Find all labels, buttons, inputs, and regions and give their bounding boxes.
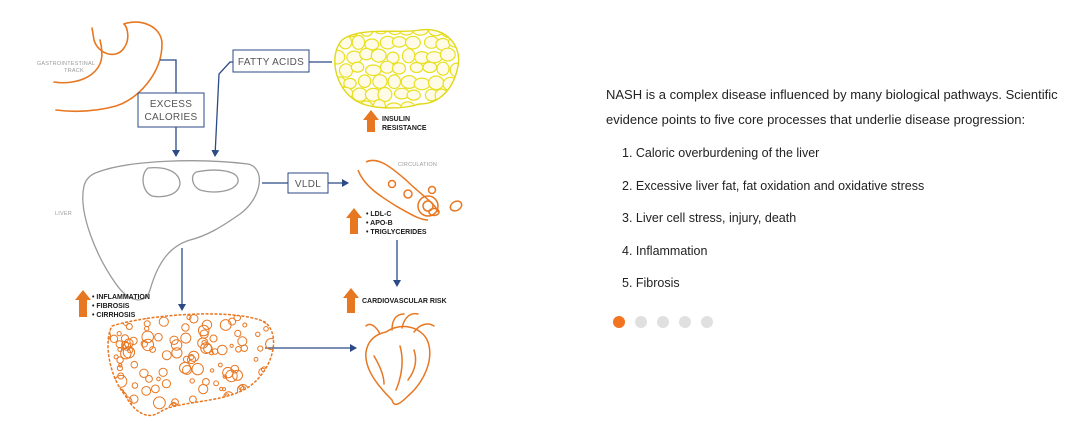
fatty-acids-label: FATTY ACIDS	[238, 57, 304, 68]
pagination-dot-2[interactable]	[635, 315, 647, 328]
list-item: 4. Inflammation	[622, 243, 708, 258]
disease-label-fibrosis: • FIBROSIS	[92, 303, 130, 310]
disease-label-cirrhosis: • CIRRHOSIS	[92, 312, 136, 319]
insulin-label-1: INSULIN	[382, 116, 410, 123]
lipid-label-triglycerides: • TRIGLYCERIDES	[366, 229, 427, 236]
lipid-label-ldl: • LDL-C	[366, 211, 391, 218]
pagination-dot-5[interactable]	[701, 315, 713, 328]
list-item: 1. Caloric overburdening of the liver	[622, 146, 820, 160]
liver-icon	[82, 160, 260, 301]
gastro-label-2: TRACK	[64, 68, 84, 74]
up-arrow-icon	[75, 290, 91, 317]
circulation-label: CIRCULATION	[398, 162, 437, 168]
insulin-label-2: RESISTANCE	[382, 125, 427, 132]
up-arrow-icon	[343, 288, 359, 313]
intro-text: NASH is a complex disease influenced by …	[606, 87, 1058, 127]
liver-label: LIVER	[55, 211, 72, 217]
pagination-dot-1[interactable]	[613, 315, 625, 328]
stomach-icon	[53, 21, 163, 112]
up-arrow-icon	[346, 208, 362, 234]
vldl-box	[287, 172, 329, 194]
process-list: 1. Caloric overburdening of the liver 2.…	[606, 142, 1066, 305]
list-item: 5. Fibrosis	[622, 276, 680, 290]
up-arrow-icon	[363, 110, 379, 132]
fat-cells-icon	[334, 28, 460, 109]
vldl-label: VLDL	[295, 179, 321, 190]
disease-label-inflammation: • INFLAMMATION	[92, 294, 150, 301]
pagination-dot-4[interactable]	[679, 315, 691, 328]
fatty-acids-box	[232, 49, 310, 73]
fatty-liver-icon	[107, 313, 275, 417]
cardio-risk-label: CARDIOVASCULAR RISK	[362, 298, 447, 305]
pagination-dots	[613, 315, 1066, 328]
gastro-label-1: GASTROINTESTINAL	[37, 61, 95, 67]
list-item: 2. Excessive liver fat, fat oxidation an…	[622, 178, 925, 193]
list-item: 3. Liver cell stress, injury, death	[622, 211, 797, 225]
excess-calories-label-2: CALORIES	[145, 112, 198, 123]
excess-calories-label-1: EXCESS	[150, 99, 192, 110]
lipid-label-apob: • APO-B	[366, 220, 393, 227]
description-panel: NASH is a complex disease influenced by …	[606, 82, 1066, 328]
heart-icon	[365, 312, 435, 406]
excess-calories-box	[137, 92, 205, 128]
pagination-dot-3[interactable]	[657, 315, 669, 328]
nash-pathway-diagram: GASTROINTESTINAL TRACK EXCESS CALORIES F…	[37, 21, 463, 417]
blood-vessel-icon	[357, 159, 463, 221]
